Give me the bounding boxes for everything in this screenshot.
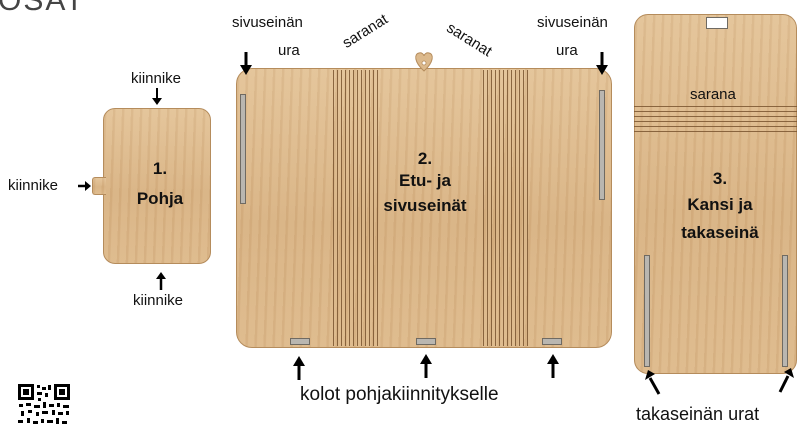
arrow-down-icon	[596, 52, 608, 75]
part-pohja-board	[103, 108, 211, 264]
back-slot-left	[644, 255, 650, 367]
arrow-diagonal-icon	[778, 368, 794, 393]
kansi-name-line1: Kansi ja	[687, 195, 753, 214]
bottom-notch-1	[290, 338, 310, 345]
label-sarana: sarana	[690, 86, 736, 103]
pohja-name: Pohja	[136, 189, 184, 208]
arrow-up-icon	[547, 354, 559, 378]
side-slot-left	[240, 94, 246, 204]
arrow-diagonal-icon	[645, 370, 661, 395]
label-kiinnike-left: kiinnike	[8, 177, 59, 194]
etu-number: 2.	[417, 149, 433, 168]
heart-tab	[415, 52, 433, 72]
hinge-right	[483, 70, 529, 346]
arrow-down-icon	[240, 52, 252, 75]
bottom-notch-3	[542, 338, 562, 345]
etu-name-line1: Etu- ja	[399, 171, 451, 190]
back-slot-right	[782, 255, 788, 367]
arrow-up-icon	[420, 354, 432, 378]
label-kiinnike-top: kiinnike	[131, 70, 182, 87]
top-notch	[706, 17, 728, 29]
hinge-left	[333, 70, 379, 346]
part-pohja-tab-left	[92, 177, 106, 195]
qr-code-icon	[18, 384, 70, 428]
label-saranat-left: saranat	[339, 10, 391, 52]
label-sivuseinan-ura-left-2: ura	[278, 42, 300, 59]
label-sivuseinan-ura-right-1: sivuseinän	[537, 14, 608, 31]
label-kiinnike-bottom: kiinnike	[133, 292, 184, 309]
arrow-up-icon	[156, 272, 166, 290]
kansi-name-line2: takaseinä	[681, 223, 759, 242]
label-takaseinan-urat: takaseinän urat	[636, 404, 760, 424]
label-saranat-right: saranat	[443, 19, 495, 61]
side-slot-right	[599, 90, 605, 200]
pohja-number: 1.	[152, 159, 168, 178]
bottom-notch-2	[416, 338, 436, 345]
arrow-down-icon	[152, 88, 162, 105]
kansi-number: 3.	[712, 169, 728, 188]
arrow-up-icon	[293, 356, 305, 380]
etu-name-line2: sivuseinät	[383, 196, 467, 215]
hinge-horizontal	[634, 106, 797, 136]
page-heading: OSAT	[0, 0, 86, 17]
label-sivuseinan-ura-left-1: sivuseinän	[232, 14, 303, 31]
part-etu-board	[236, 68, 612, 348]
label-kolot: kolot pohjakiinnitykselle	[300, 384, 499, 405]
part-kansi-board	[634, 14, 797, 374]
label-sivuseinan-ura-right-2: ura	[556, 42, 578, 59]
arrow-right-icon	[78, 181, 91, 191]
